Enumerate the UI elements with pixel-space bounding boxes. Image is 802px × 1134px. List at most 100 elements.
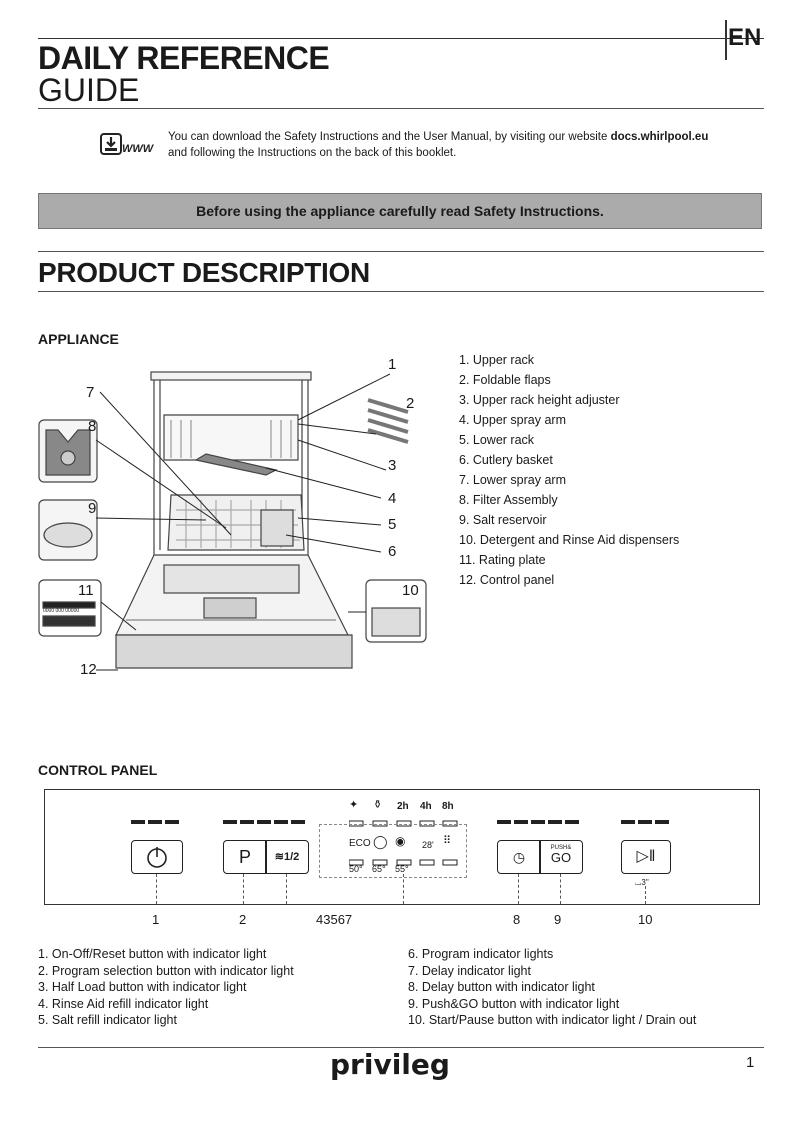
- temp-65: 65°: [372, 864, 386, 874]
- callout-10: 10: [402, 582, 419, 599]
- control-list-right: 6. Program indicator lights 7. Delay ind…: [408, 946, 696, 1029]
- appliance-parts-list: 1. Upper rack 2. Foldable flaps 3. Upper…: [459, 350, 679, 590]
- program-pot-icon: ◯: [373, 834, 388, 849]
- rinse-aid-icon: ✦: [349, 799, 359, 811]
- leader-10: [645, 886, 646, 904]
- drain-icon: ⌴: [635, 878, 642, 887]
- on-off-button[interactable]: [131, 840, 183, 874]
- list-item: 2. Foldable flaps: [459, 373, 551, 387]
- download-instructions: You can download the Safety Instructions…: [168, 129, 708, 161]
- program-intensive-icon: ◉: [395, 834, 406, 848]
- callout-2: 2: [406, 395, 415, 412]
- leader-2: [243, 874, 244, 904]
- callout-12: 12: [80, 661, 97, 678]
- appliance-heading: APPLIANCE: [38, 331, 119, 347]
- list-item: 6. Cutlery basket: [459, 453, 553, 467]
- half-load-icon: ≋: [274, 851, 284, 863]
- program-indicator-row: [348, 854, 459, 866]
- section-title: PRODUCT DESCRIPTION: [38, 257, 370, 288]
- push-go-label: PUSH&: [550, 845, 572, 851]
- list-item: 3. Upper rack height adjuster: [459, 393, 620, 407]
- indicator-bar-10: [621, 820, 669, 824]
- top-rule: [38, 38, 764, 39]
- language-code: EN: [728, 24, 762, 51]
- program-box: [319, 824, 467, 878]
- program-28: 28': [422, 840, 434, 850]
- callout-7: 7: [86, 384, 95, 401]
- panel-callout-8: 8: [513, 912, 521, 927]
- leader-8: [518, 874, 519, 904]
- control-panel-illustration: P ≋1/2 ✦ ⚱ 2h 4h 8h ECO ◯ ◉ 28' ⠿ 50° 65…: [44, 789, 760, 905]
- indicator-bar-8: [497, 820, 581, 824]
- callout-5: 5: [388, 516, 397, 533]
- power-icon: [147, 847, 167, 868]
- half-load-button[interactable]: ≋1/2: [265, 840, 309, 874]
- delay-button[interactable]: ◷: [497, 840, 541, 874]
- callout-3: 3: [388, 457, 397, 474]
- list-item: 10. Detergent and Rinse Aid dispensers: [459, 533, 680, 547]
- delay-4h: 4h: [420, 801, 432, 812]
- callout-8: 8: [88, 418, 97, 435]
- callout-11: 11: [78, 582, 94, 599]
- callout-9: 9: [88, 500, 97, 517]
- section-rule-bottom: [38, 291, 764, 292]
- callout-4: 4: [388, 490, 397, 507]
- top-indicator-row: [348, 815, 459, 827]
- play-pause-icon: ▷‖: [636, 848, 656, 865]
- title-rule: [38, 108, 764, 109]
- start-pause-button[interactable]: ▷‖: [621, 840, 671, 874]
- leader-3: [286, 874, 287, 904]
- program-button[interactable]: P: [223, 840, 267, 874]
- list-item: 9. Push&GO button with indicator light: [408, 996, 620, 1011]
- delay-2h: 2h: [397, 801, 409, 812]
- callout-1: 1: [388, 356, 397, 373]
- appliance-illustration: 1 2 3 4 5 6 7 8 9 10 11 12 0000 000 0000…: [36, 350, 446, 690]
- drain-label: ⌴3": [635, 878, 649, 887]
- list-item: 5. Lower rack: [459, 433, 535, 447]
- page-number: 1: [746, 1054, 755, 1071]
- panel-callout-2: 2: [239, 912, 247, 927]
- list-item: 4. Upper spray arm: [459, 413, 566, 427]
- panel-callout-3-7: 43567: [316, 912, 353, 927]
- indicator-bar-1: [131, 820, 179, 824]
- brand-logo: privileg: [330, 1048, 450, 1081]
- list-item: 7. Delay indicator light: [408, 963, 531, 978]
- list-item: 7. Lower spray arm: [459, 473, 566, 487]
- panel-callout-1: 1: [152, 912, 160, 927]
- list-item: 1. On-Off/Reset button with indicator li…: [38, 947, 267, 961]
- leader-9: [560, 874, 561, 904]
- website-link[interactable]: docs.whirlpool.eu: [610, 131, 709, 143]
- list-item: 5. Salt refill indicator light: [38, 1013, 177, 1027]
- push-go-sub: GO: [550, 850, 572, 865]
- list-item: 2. Program selection button with indicat…: [38, 963, 294, 978]
- download-www-icon: WWW: [100, 131, 160, 157]
- download-text-line1: You can download the Safety Instructions…: [168, 131, 611, 143]
- panel-callout-10: 10: [638, 912, 653, 927]
- list-item: 9. Salt reservoir: [459, 513, 547, 527]
- half-load-label: 1/2: [283, 851, 300, 863]
- salt-icon: ⚱: [373, 799, 383, 811]
- control-panel-heading: CONTROL PANEL: [38, 762, 158, 778]
- push-go-button[interactable]: PUSH& GO: [539, 840, 583, 874]
- page-title-line2: GUIDE: [38, 72, 140, 108]
- control-list-left: 1. On-Off/Reset button with indicator li…: [38, 946, 294, 1029]
- temp-55: 55°: [395, 864, 409, 874]
- svg-text:WWW: WWW: [122, 143, 155, 155]
- download-text-line2: and following the Instructions on the ba…: [168, 147, 457, 159]
- section-rule-top: [38, 251, 764, 252]
- rating-plate-code: 0000 000 00000: [43, 608, 80, 614]
- leader-1: [156, 874, 157, 904]
- language-divider: [725, 20, 727, 60]
- temp-50: 50°: [349, 864, 363, 874]
- list-item: 12. Control panel: [459, 573, 555, 587]
- safety-banner: Before using the appliance carefully rea…: [38, 193, 762, 229]
- program-eco: ECO: [349, 838, 371, 849]
- footer-rule: [38, 1047, 764, 1048]
- program-glass-icon: ⠿: [443, 835, 452, 847]
- delay-clock-icon: ◷: [512, 849, 526, 865]
- delay-8h: 8h: [442, 801, 454, 812]
- list-item: 6. Program indicator lights: [408, 947, 554, 961]
- list-item: 11. Rating plate: [459, 553, 546, 567]
- panel-callout-9: 9: [554, 912, 562, 927]
- list-item: 4. Rinse Aid refill indicator light: [38, 996, 209, 1011]
